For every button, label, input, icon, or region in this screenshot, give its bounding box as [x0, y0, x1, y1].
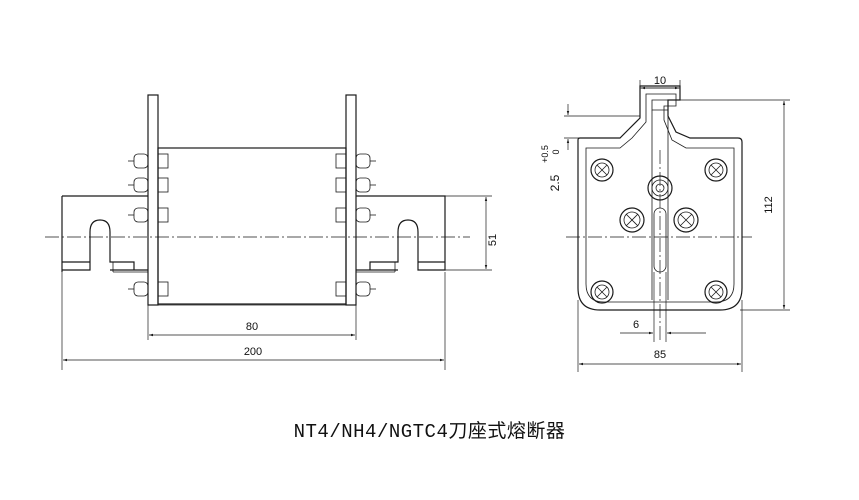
side-view: 10 2.5 +0.5 0 112 6: [540, 75, 790, 372]
left-bolts: [128, 153, 169, 297]
dim-tolerance-2-5: 2.5 +0.5 0: [540, 104, 640, 191]
corner-screws: [590, 158, 728, 304]
dim-label-2-5: 2.5: [548, 174, 562, 191]
dim-label-200: 200: [244, 346, 262, 358]
dim-label-51: 51: [487, 234, 499, 246]
right-hook-terminal: [356, 195, 446, 271]
dim-height-112: 112: [680, 99, 790, 311]
dim-length-200: 200: [61, 272, 446, 370]
blade-top: [651, 99, 669, 111]
left-hook-terminal: [61, 195, 148, 272]
dim-label-tol-upper: +0.5: [540, 145, 550, 163]
front-view: 51 80 200: [45, 94, 499, 370]
left-plate: [147, 94, 159, 306]
dim-label-85: 85: [654, 349, 666, 361]
drawing-caption: NT4/NH4/NGTC4刀座式熔断器: [293, 421, 566, 443]
side-inner-profile: [585, 93, 735, 303]
dim-label-10: 10: [654, 75, 666, 87]
dim-label-tol-lower: 0: [551, 149, 561, 154]
dim-width-80: 80: [147, 305, 357, 340]
dim-base-85: 85: [577, 300, 743, 372]
dim-slot-6: 6: [620, 272, 706, 342]
fuse-body: [157, 147, 347, 305]
middle-screws: [619, 207, 699, 233]
dim-label-112: 112: [763, 196, 775, 214]
dim-label-80: 80: [246, 321, 258, 333]
right-bolts: [335, 153, 376, 297]
dim-label-6: 6: [633, 319, 639, 331]
dim-top-10: 10: [639, 75, 681, 90]
right-plate: [345, 94, 357, 306]
dim-height-51: 51: [445, 195, 499, 271]
